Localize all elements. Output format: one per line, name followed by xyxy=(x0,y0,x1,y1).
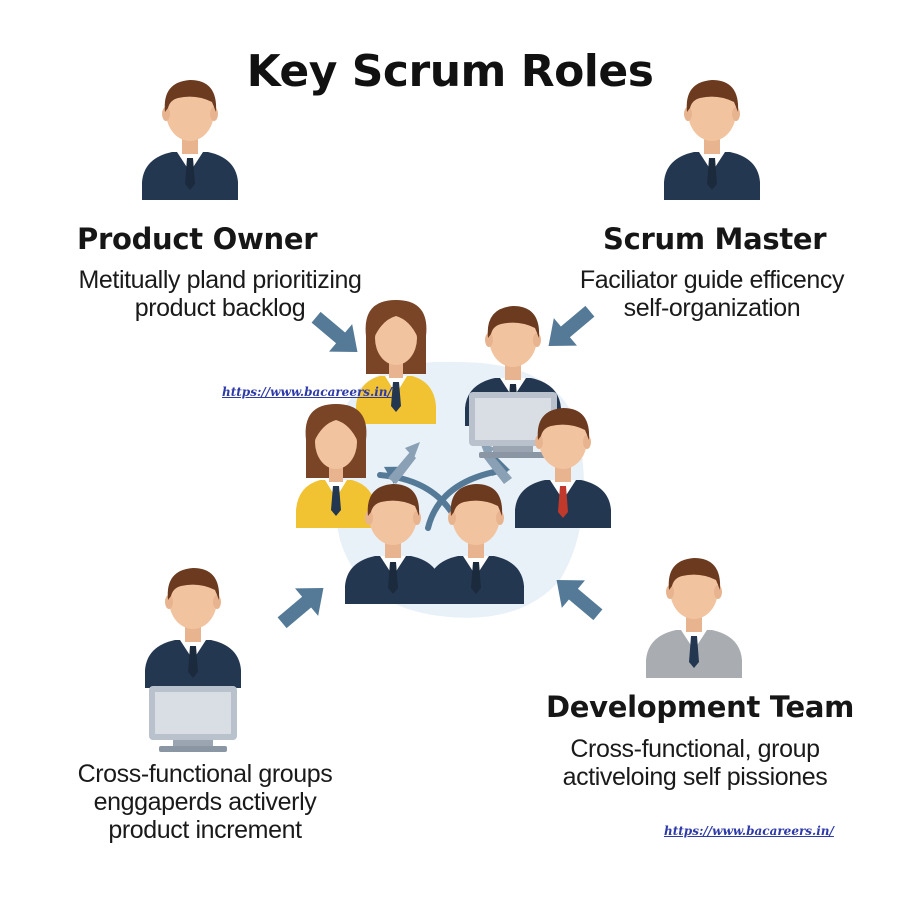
development-team-description: Cross-functional, group activeloing self… xyxy=(520,735,870,791)
team-member-description: Cross-functional groups enggaperds activ… xyxy=(40,760,370,844)
hub-woman-left-icon xyxy=(296,404,376,528)
product-owner-desc-line-2: product backlog xyxy=(134,294,306,322)
team-member-desc-line-1: Cross-functional groups xyxy=(77,760,333,788)
product-owner-desc-line-1: Metitually pland prioritizing xyxy=(78,266,362,294)
team-member-person-icon xyxy=(145,568,241,688)
scrum-master-desc-line-1: Faciliator guide efficency xyxy=(579,266,845,294)
product-owner-person-icon xyxy=(142,80,238,200)
watermark-link[interactable]: https://www.bacareers.in/ xyxy=(222,385,392,399)
team-member-desc-line-3: product increment xyxy=(108,816,302,844)
product-owner-description: Metitually pland prioritizing product ba… xyxy=(40,266,400,322)
watermark-link-bottom[interactable]: https://www.bacareers.in/ xyxy=(664,824,834,838)
page-title: Key Scrum Roles xyxy=(246,46,654,97)
scrum-master-person-icon xyxy=(664,80,760,200)
laptop-icon xyxy=(149,686,237,752)
development-team-title: Development Team xyxy=(546,690,855,724)
team-member-desc-line-2: enggaperds activerly xyxy=(93,788,317,816)
development-team-desc-line-2: activeloing self pissiones xyxy=(562,763,828,791)
development-team-person-icon xyxy=(646,558,742,678)
scrum-master-description: Faciliator guide efficency self-organiza… xyxy=(552,266,872,322)
product-owner-title: Product Owner xyxy=(77,222,318,256)
arrow-icon-bottom-left xyxy=(270,574,336,637)
scrum-master-desc-line-2: self-organization xyxy=(623,294,801,322)
development-team-desc-line-1: Cross-functional, group xyxy=(570,735,820,763)
scrum-master-title: Scrum Master xyxy=(603,222,827,256)
